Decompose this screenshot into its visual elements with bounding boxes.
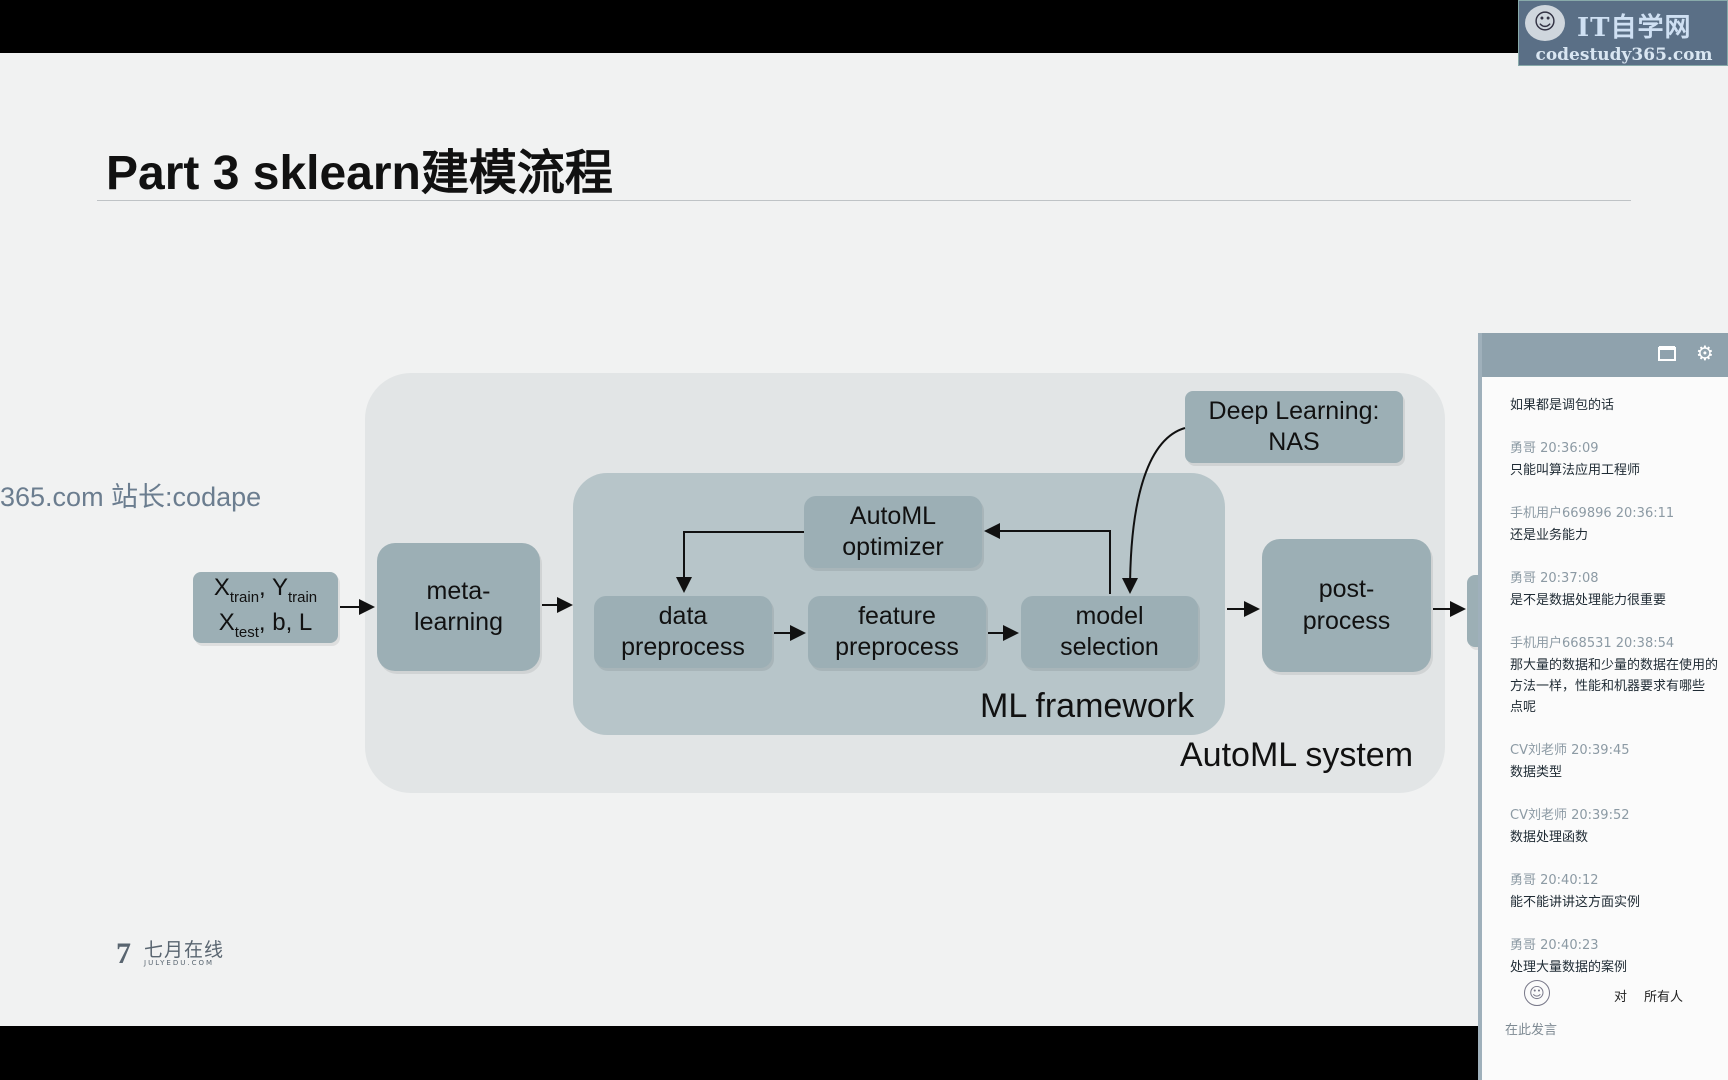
meta-learning-label: meta- learning <box>414 576 503 636</box>
title-divider <box>97 200 1631 201</box>
message-meta: 勇哥 20:40:12 <box>1510 873 1599 888</box>
side-watermark: 365.com 站长:codape <box>0 482 262 512</box>
x-train-subscript: train <box>229 588 260 606</box>
slide: Part 3 sklearn建模流程 365.com 站长:codape ML … <box>0 53 1728 1026</box>
message-meta: 勇哥 20:37:08 <box>1510 571 1599 586</box>
chat-message: 勇哥 20:40:12 能不能讲讲这方面实例 <box>1510 869 1728 913</box>
message-meta: CV刘老师 20:39:45 <box>1510 743 1630 758</box>
input-separator: , <box>259 573 272 601</box>
feature-preprocess-node: feature preprocess <box>808 596 986 668</box>
input-node: Xtrain, Ytrain Xtest, b, L <box>193 572 338 643</box>
chat-message: CV刘老师 20:39:52 数据处理函数 <box>1510 804 1728 848</box>
gear-icon[interactable]: ⚙ <box>1696 341 1714 365</box>
meta-learning-node: meta- learning <box>377 543 540 671</box>
site-url: codestudy365.com <box>1535 45 1713 65</box>
chat-message: 勇哥 20:40:23 处理大量数据的案例 <box>1510 934 1728 978</box>
message-text: 如果都是调包的话 <box>1510 398 1615 413</box>
window-icon[interactable] <box>1658 345 1676 361</box>
input-params: , b, L <box>258 608 313 636</box>
y-train-subscript: train <box>287 588 318 606</box>
automl-optimizer-label: AutoML optimizer <box>842 501 944 561</box>
message-meta: 手机用户669896 20:36:11 <box>1510 506 1675 521</box>
chat-message: CV刘老师 20:39:45 数据类型 <box>1510 739 1728 783</box>
message-text: 处理大量数据的案例 <box>1510 960 1628 975</box>
recipient-selector[interactable]: 所有人 <box>1644 990 1684 1005</box>
feature-preprocess-label: feature preprocess <box>835 601 959 661</box>
julyedu-logo-mark: 7 <box>116 937 131 970</box>
automl-optimizer-node: AutoML optimizer <box>804 496 982 568</box>
brand-name: 七月在线 <box>144 939 225 961</box>
data-preprocess-node: data preprocess <box>594 596 772 668</box>
deep-learning-nas-label: Deep Learning: NAS <box>1208 396 1380 456</box>
x-train-symbol: X <box>213 573 230 601</box>
chat-message: 勇哥 20:37:08 是不是数据处理能力很重要 <box>1510 567 1728 611</box>
chat-input[interactable]: 在此发言 <box>1505 1023 1558 1038</box>
message-meta: 手机用户668531 20:38:54 <box>1510 636 1675 651</box>
slide-title: Part 3 sklearn建模流程 <box>106 147 613 200</box>
message-text: 只能叫算法应用工程师 <box>1510 463 1641 478</box>
message-text: 能不能讲讲这方面实例 <box>1510 895 1641 910</box>
site-watermark-logo: ☺ IT自学网 codestudy365.com <box>1518 0 1728 66</box>
mascot-icon: ☺ <box>1525 5 1565 41</box>
chat-message: 手机用户668531 20:38:54 那大量的数据和少量的数据在使用的 方法一… <box>1510 632 1728 718</box>
chat-message: 如果都是调包的话 <box>1510 395 1728 416</box>
message-text: 数据处理函数 <box>1510 830 1589 845</box>
message-meta: 勇哥 20:40:23 <box>1510 938 1599 953</box>
chat-panel: ⚙ 如果都是调包的话 勇哥 20:36:09 只能叫算法应用工程师 手机用户66… <box>1478 333 1728 1080</box>
post-process-node: post- process <box>1262 539 1431 672</box>
x-test-symbol: X <box>218 608 235 636</box>
message-meta: CV刘老师 20:39:52 <box>1510 808 1630 823</box>
ml-framework-label: ML framework <box>980 687 1195 725</box>
model-selection-label: model selection <box>1060 601 1159 661</box>
bottom-letterbox <box>0 1026 1728 1080</box>
chat-messages: 如果都是调包的话 勇哥 20:36:09 只能叫算法应用工程师 手机用户6698… <box>1510 395 1728 999</box>
automl-system-label: AutoML system <box>1180 736 1414 774</box>
model-selection-node: model selection <box>1021 596 1198 668</box>
data-preprocess-label: data preprocess <box>621 601 745 661</box>
julyedu-logo: 7 七月在线 JULYEDU.COM <box>116 937 236 971</box>
chat-header: ⚙ <box>1482 333 1728 377</box>
message-text: 是不是数据处理能力很重要 <box>1510 593 1667 608</box>
x-test-subscript: test <box>234 623 259 641</box>
deep-learning-nas-node: Deep Learning: NAS <box>1185 391 1403 463</box>
emoji-icon[interactable]: ☺ <box>1524 980 1550 1006</box>
message-text: 还是业务能力 <box>1510 528 1589 543</box>
brand-domain: JULYEDU.COM <box>144 959 215 967</box>
y-train-symbol: Y <box>271 573 288 601</box>
post-process-label: post- process <box>1302 575 1391 635</box>
chat-message: 勇哥 20:36:09 只能叫算法应用工程师 <box>1510 437 1728 481</box>
message-text: 数据类型 <box>1510 765 1563 780</box>
site-name: IT自学网 <box>1577 13 1692 43</box>
chat-message: 手机用户669896 20:36:11 还是业务能力 <box>1510 502 1728 546</box>
message-text: 那大量的数据和少量的数据在使用的 方法一样，性能和机器要求有哪些 点呢 <box>1510 658 1719 715</box>
message-meta: 勇哥 20:36:09 <box>1510 441 1599 456</box>
recipient-prefix: 对 <box>1614 990 1628 1005</box>
top-letterbox <box>0 0 1728 53</box>
